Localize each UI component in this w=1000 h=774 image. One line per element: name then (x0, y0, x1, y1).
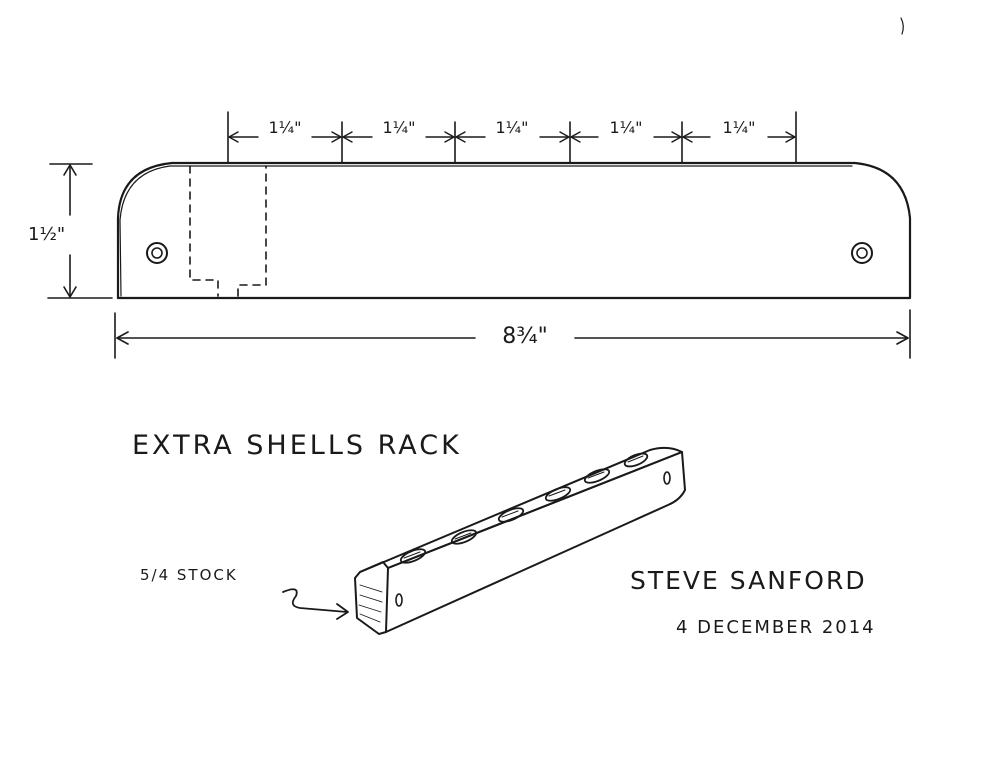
spacing-dimension (227, 111, 797, 163)
spacing-label-3: 1¼" (495, 118, 529, 137)
screw-hole-left (146, 242, 168, 264)
rack-outline (116, 161, 912, 300)
length-label: 8¾" (502, 324, 548, 349)
height-label: 1½" (28, 224, 66, 245)
screw-hole-right (851, 242, 873, 264)
stock-pointer-arrow (282, 588, 349, 620)
drawing-title: EXTRA SHELLS RACK (132, 430, 462, 461)
end-screw-hole (395, 593, 403, 607)
shell-hole-shading (403, 455, 644, 559)
length-dimension (114, 309, 911, 359)
rack-front-face (385, 451, 686, 633)
rack-side-elevation (116, 161, 912, 300)
hidden-bore-lines (189, 165, 267, 297)
stock-note: 5/4 STOCK (140, 566, 238, 584)
spacing-label-1: 1¼" (268, 118, 302, 137)
author-signature: STEVE SANFORD (630, 566, 867, 595)
shell-holes (399, 452, 649, 564)
height-dimension (47, 163, 113, 299)
rack-outline-sketch (119, 165, 853, 297)
far-screw-hole (663, 471, 671, 485)
spacing-label-2: 1¼" (382, 118, 416, 137)
paper-mark (900, 17, 904, 35)
spacing-label-5: 1¼" (722, 118, 756, 137)
rack-perspective-sketch (354, 446, 686, 635)
drawing-date: 4 DECEMBER 2014 (676, 617, 876, 638)
spacing-label-4: 1¼" (609, 118, 643, 137)
